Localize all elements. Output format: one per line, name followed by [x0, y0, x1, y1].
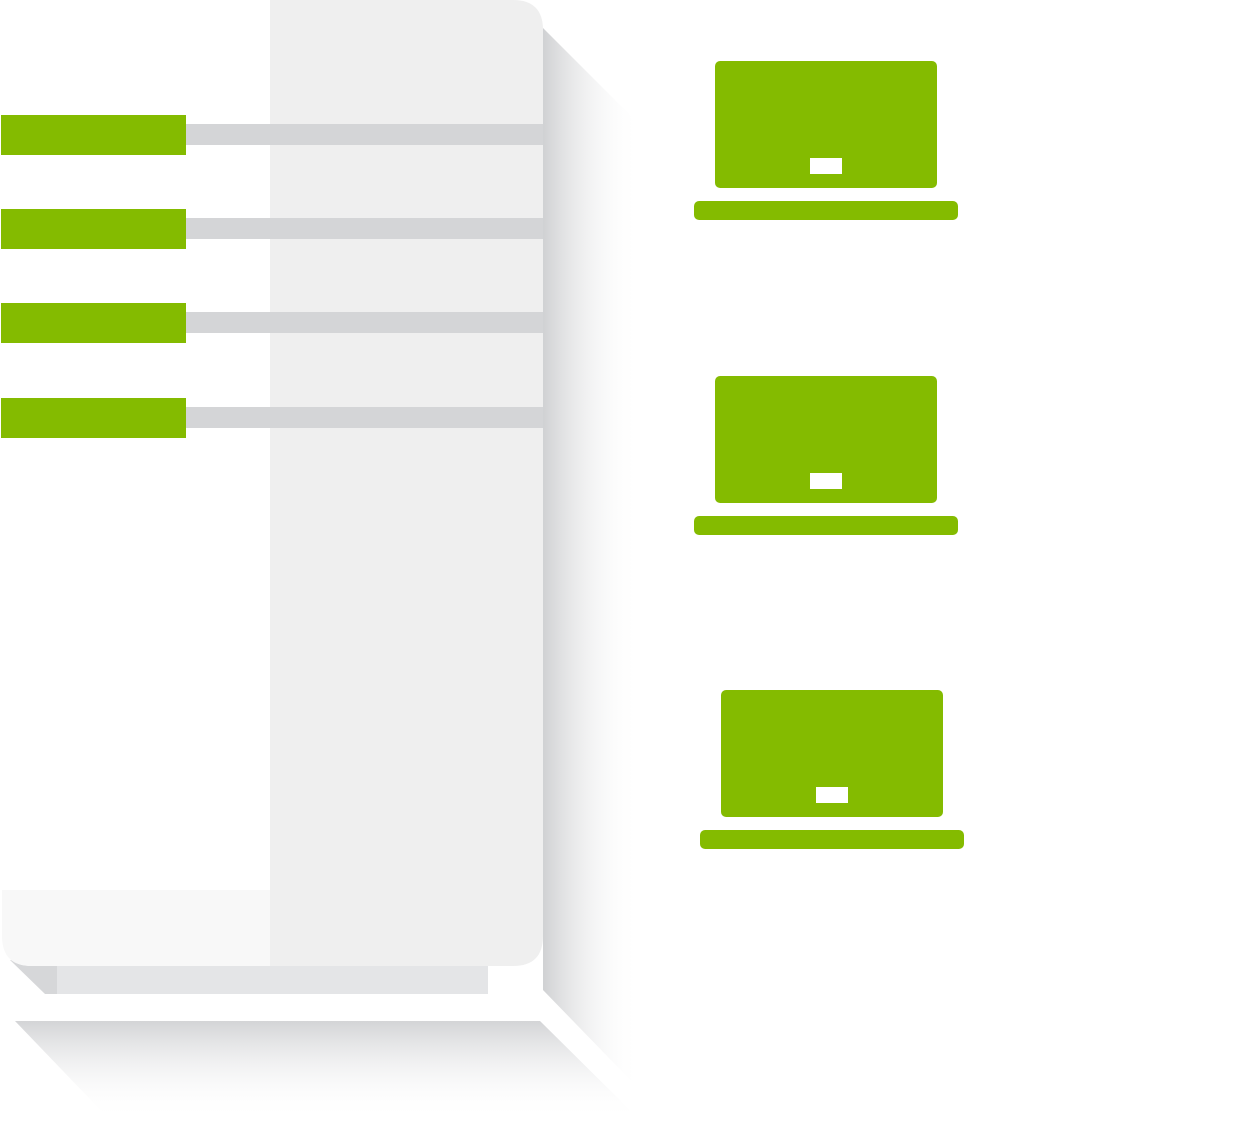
cable-strip [186, 218, 543, 239]
cable-strip [186, 312, 543, 333]
cable-strip [186, 124, 543, 145]
server-port [1, 303, 186, 343]
base-shadow [15, 1021, 640, 1120]
server-port [1, 398, 186, 438]
server-port [1, 209, 186, 249]
cable-strip [186, 407, 543, 428]
laptop-base [694, 201, 958, 220]
server-ports [1, 115, 543, 438]
server-base-plate [15, 994, 540, 1021]
laptop-icon [694, 376, 958, 535]
laptop-screen [721, 690, 943, 817]
server-shadow-bottom [10, 960, 57, 994]
laptop-screen [715, 61, 937, 188]
laptop-icon [694, 61, 958, 220]
laptop-icon [700, 690, 964, 849]
server-shadow-right [543, 28, 640, 1090]
laptops [694, 61, 964, 849]
laptop-indicator [810, 158, 842, 174]
laptop-indicator [810, 473, 842, 489]
laptop-base [700, 830, 964, 849]
server-stand [57, 966, 488, 994]
server-port [1, 115, 186, 155]
laptop-base [694, 516, 958, 535]
laptop-screen [715, 376, 937, 503]
laptop-indicator [816, 787, 848, 803]
